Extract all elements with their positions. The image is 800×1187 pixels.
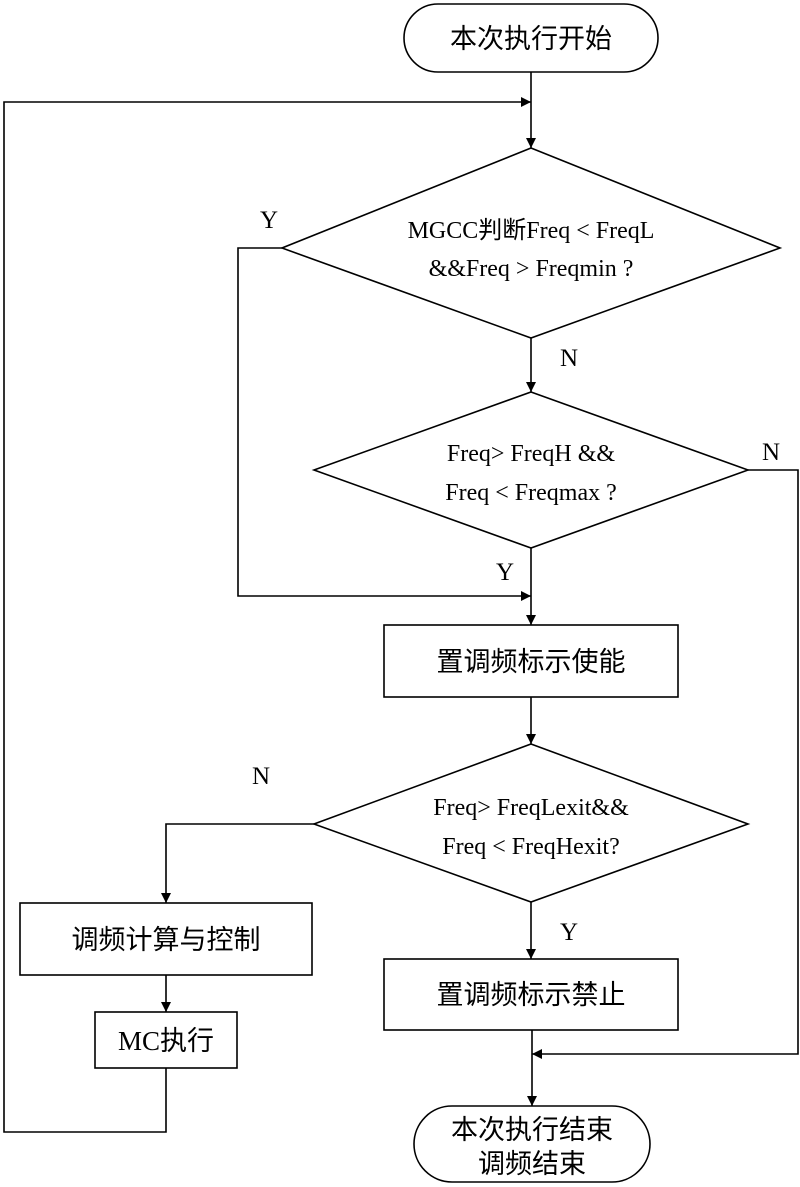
label-decision1-yes: Y: [260, 207, 278, 234]
process-mc-exec-text: MC执行: [118, 1026, 214, 1056]
connector-loop-back: [3, 97, 531, 1133]
branch-labels: Y N Y N N Y: [252, 207, 780, 946]
end-text-line2: 调频结束: [478, 1149, 586, 1179]
decision-freq-low-line1: MGCC判断Freq < FreqL: [408, 217, 655, 244]
label-decision3-yes: Y: [560, 919, 578, 946]
end-terminal: 本次执行结束 调频结束: [413, 1105, 651, 1183]
decision-freq-high-line2: Freq < Freqmax ?: [445, 480, 617, 506]
connector-decision3-no: [161, 823, 314, 903]
process-disable-flag: 置调频标示禁止: [383, 958, 679, 1031]
label-decision2-yes: Y: [496, 559, 514, 586]
connectors: [3, 72, 799, 1133]
process-mc-exec: MC执行: [94, 1011, 238, 1069]
process-enable-text: 置调频标示使能: [437, 647, 626, 677]
decision-freq-exit: Freq> FreqLexit&& Freq < FreqHexit?: [311, 743, 751, 903]
start-text: 本次执行开始: [450, 24, 612, 54]
decision-freq-high-line1: Freq> FreqH &&: [447, 441, 616, 467]
process-freq-calc: 调频计算与控制: [19, 902, 313, 976]
process-freq-calc-text: 调频计算与控制: [72, 925, 261, 955]
label-decision1-no: N: [560, 345, 578, 372]
decision-freq-high: Freq> FreqH && Freq < Freqmax ?: [311, 391, 751, 549]
decision-freq-low: MGCC判断Freq < FreqL &&Freq > Freqmin ?: [279, 147, 783, 339]
connector-decision2-no: [532, 469, 799, 1059]
decision-freq-exit-line1: Freq> FreqLexit&&: [433, 795, 629, 821]
label-decision3-no: N: [252, 763, 270, 790]
connector-decision1-yes: [237, 247, 531, 601]
process-disable-text: 置调频标示禁止: [437, 980, 626, 1010]
end-text-line1: 本次执行结束: [451, 1115, 613, 1145]
decision-freq-exit-line2: Freq < FreqHexit?: [442, 834, 620, 860]
process-enable-flag: 置调频标示使能: [383, 624, 679, 698]
decision-freq-low-line2: &&Freq > Freqmin ?: [429, 256, 634, 282]
start-terminal: 本次执行开始: [403, 3, 659, 73]
label-decision2-no: N: [762, 439, 780, 466]
